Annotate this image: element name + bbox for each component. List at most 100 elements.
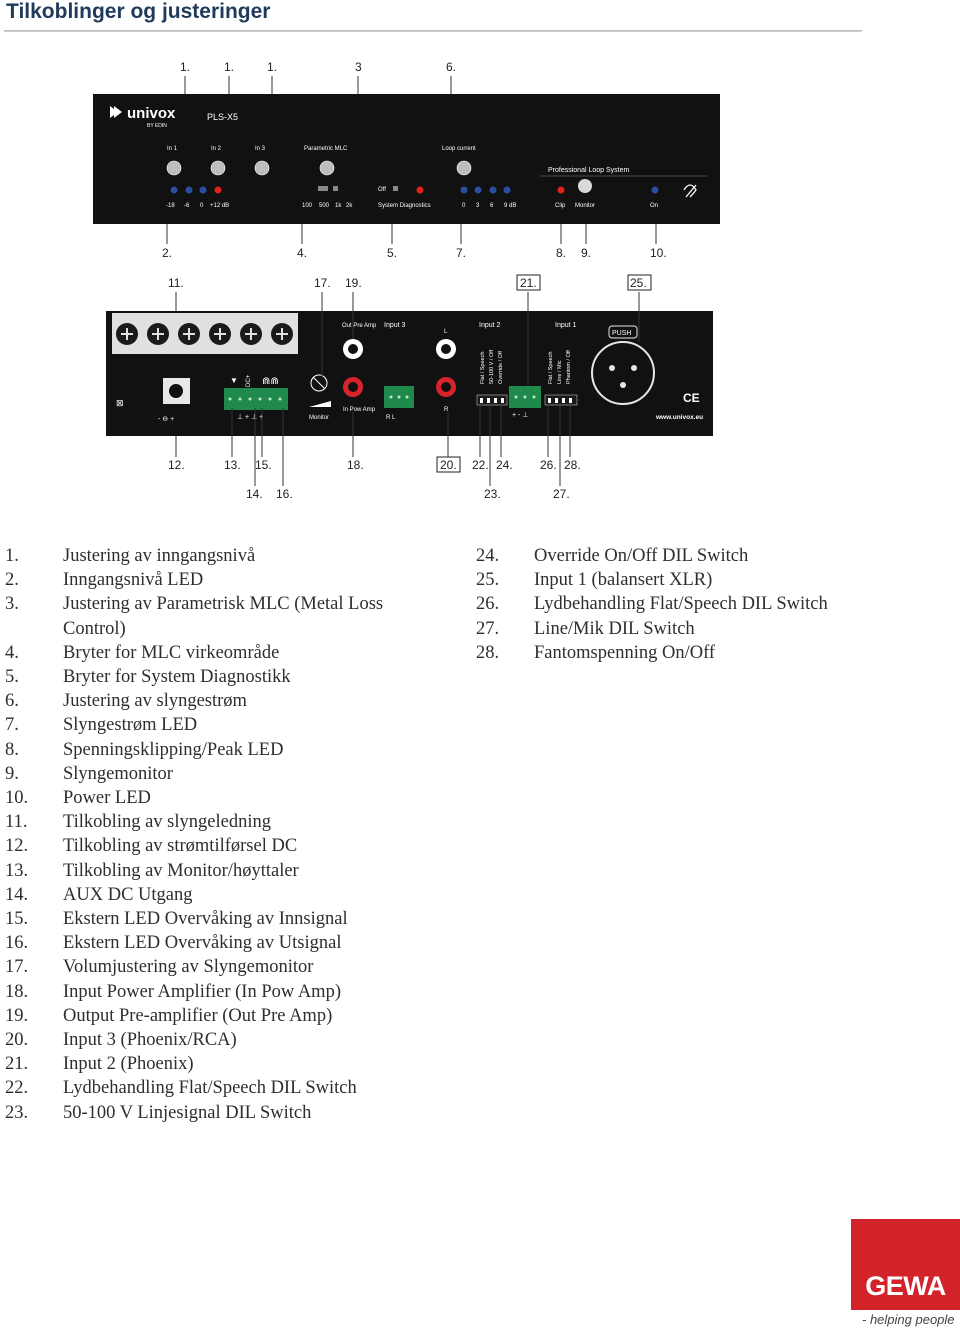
legend-item: 9.Slyngemonitor [5, 762, 445, 786]
input2-label: Input 2 [479, 322, 501, 329]
power-led [651, 186, 659, 194]
legend-item-text: Input Power Amplifier (In Pow Amp) [63, 981, 341, 1002]
legend-item-number: 16. [5, 933, 29, 954]
front-top-leaders [184, 76, 452, 94]
legend-item-number: 17. [5, 957, 29, 978]
legend-item: 13. Tilkobling av Monitor/høyttaler [5, 859, 445, 883]
legend-item-text: Justering av Parametrisk MLC (Metal Loss… [63, 594, 384, 639]
legend-item: 28. Fantomspenning On/Off [476, 641, 896, 665]
legend-item-number: 2. [5, 570, 19, 591]
legend-item-text: Override On/Off DIL Switch [534, 546, 749, 566]
legend-item-number: 13. [5, 860, 29, 881]
legend-item-number: 21. [5, 1054, 29, 1075]
knob-in3 [254, 160, 270, 176]
legend-item-number: 26. [476, 594, 500, 615]
knobs [166, 160, 472, 176]
legend-item: 2.Inngangsnivå LED [5, 568, 445, 592]
legend-item: 18.Input Power Amplifier (In Pow Amp) [5, 980, 445, 1004]
legend-item-text: Line/Mik DIL Switch [534, 618, 695, 639]
brand-label: univox [127, 105, 176, 122]
clip-label: Clip [555, 203, 566, 209]
legend-item-number: 7. [5, 715, 19, 736]
input2-100v-label: 50-100 V / Off [489, 349, 495, 384]
input2-flat-speech-label: Flat / Speech [480, 352, 486, 384]
xlr-push-label: PUSH [612, 330, 631, 337]
clip-led [557, 186, 565, 194]
callout-28: 28. [564, 458, 581, 472]
gewa-slogan: - helping people [862, 1312, 955, 1327]
input3-left-label: L [444, 329, 448, 335]
input2-override-label: Override / Off [498, 351, 504, 384]
callout-2: 2. [162, 246, 172, 260]
volume-ramp-icon [309, 401, 331, 407]
mlc-label-4: 2k [346, 203, 353, 209]
legend-item-text: Input 3 (Phoenix/RCA) [63, 1030, 237, 1051]
legend-item: 7.Slyngestrøm LED [5, 713, 445, 737]
legend-item-text: Tilkobling av slyngeledning [63, 812, 271, 833]
brand-sub-label: BY EDIN [147, 123, 167, 129]
rear-top-leaders [175, 292, 640, 386]
legend-item-text: Tilkobling av Monitor/høyttaler [63, 860, 299, 881]
legend-item: 26.Lydbehandling Flat/Speech DIL Switch [476, 592, 896, 616]
legend-item: 1.Justering av inngangsnivå [5, 544, 445, 568]
legend-item: 8.Spenningsklipping/Peak LED [5, 738, 445, 762]
legend-item-text: Fantomspenning On/Off [534, 642, 716, 663]
input1-flat-speech-label: Flat / Speech [548, 352, 554, 384]
callout-19: 19. [345, 276, 362, 290]
callout-17: 17. [314, 276, 331, 290]
xlr-connector-icon [591, 341, 655, 405]
univox-logo-icon [110, 106, 122, 118]
callout-24: 24. [496, 458, 513, 472]
input1-line-mic-label: Line / Mic [557, 360, 563, 384]
legend-item-number: 14. [5, 884, 29, 905]
device-diagram: univox BY EDIN PLS-X5 In 1 In 2 In 3 Par… [93, 60, 720, 501]
legend-item-number: 19. [5, 1005, 29, 1026]
rear-bottom-leaders [175, 405, 571, 486]
knob-mlc [319, 160, 335, 176]
monitor-rear-label: Monitor [309, 415, 329, 421]
callout-23: 23. [484, 487, 501, 501]
level-label-1: -18 [166, 203, 175, 209]
diag-label: System Diagnostics [378, 203, 431, 209]
legend-item-number: 24. [476, 546, 500, 566]
legend-item-number: 22. [5, 1078, 29, 1099]
legend-item-text: Input 2 (Phoenix) [63, 1054, 194, 1075]
page-title: Tilkoblinger og justeringer [6, 0, 271, 23]
legend-item-number: 28. [476, 642, 500, 663]
led-input-1 [170, 186, 178, 194]
xlr-push-tab [608, 325, 638, 339]
input1-phantom-label: Phantom / Off [566, 350, 572, 384]
legend-item: 21. Input 2 (Phoenix) [5, 1052, 445, 1076]
callout-12: 12. [168, 458, 185, 472]
callout-4: 4. [297, 246, 307, 260]
loop-label-4: 9 dB [504, 203, 516, 209]
legend-item-text: Volumjustering av Slyngemonitor [63, 957, 314, 978]
knob-label-mlc: Parametric MLC [304, 146, 348, 152]
legend-item-text: AUX DC Utgang [63, 884, 193, 905]
callout-1b: 1. [224, 60, 234, 74]
legend-item-number: 10. [5, 788, 29, 809]
dc-polarity-icon: - ⊖ + [158, 416, 174, 423]
front-bottom-leaders [166, 224, 657, 244]
gewa-logo: GEWA [851, 1219, 960, 1310]
monitor-label: Monitor [575, 203, 595, 209]
legend-item: 4.Bryter for MLC virkeområde [5, 641, 445, 665]
level-label-4: +12 dB [210, 203, 229, 209]
level-label-2: -6 [184, 203, 190, 209]
legend-item-text: Bryter for MLC virkeområde [63, 642, 280, 663]
legend-item-number: 23. [5, 1102, 29, 1123]
input3-label: Input 3 [384, 322, 406, 329]
legend-item: 17. Volumjustering av Slyngemonitor [5, 955, 445, 979]
callout-16: 16. [276, 487, 293, 501]
legend-item: 27.Line/Mik DIL Switch [476, 617, 896, 641]
front-panel: univox BY EDIN PLS-X5 In 1 In 2 In 3 Par… [93, 60, 720, 260]
knob-label-in2: In 2 [211, 146, 222, 152]
on-label: On [650, 203, 658, 209]
callout-22: 22. [472, 458, 489, 472]
title-divider [4, 30, 862, 32]
callout-6: 6. [446, 60, 456, 74]
legend-item-number: 11. [5, 812, 28, 833]
legend-item-text: Output Pre-amplifier (Out Pre Amp) [63, 1005, 333, 1026]
